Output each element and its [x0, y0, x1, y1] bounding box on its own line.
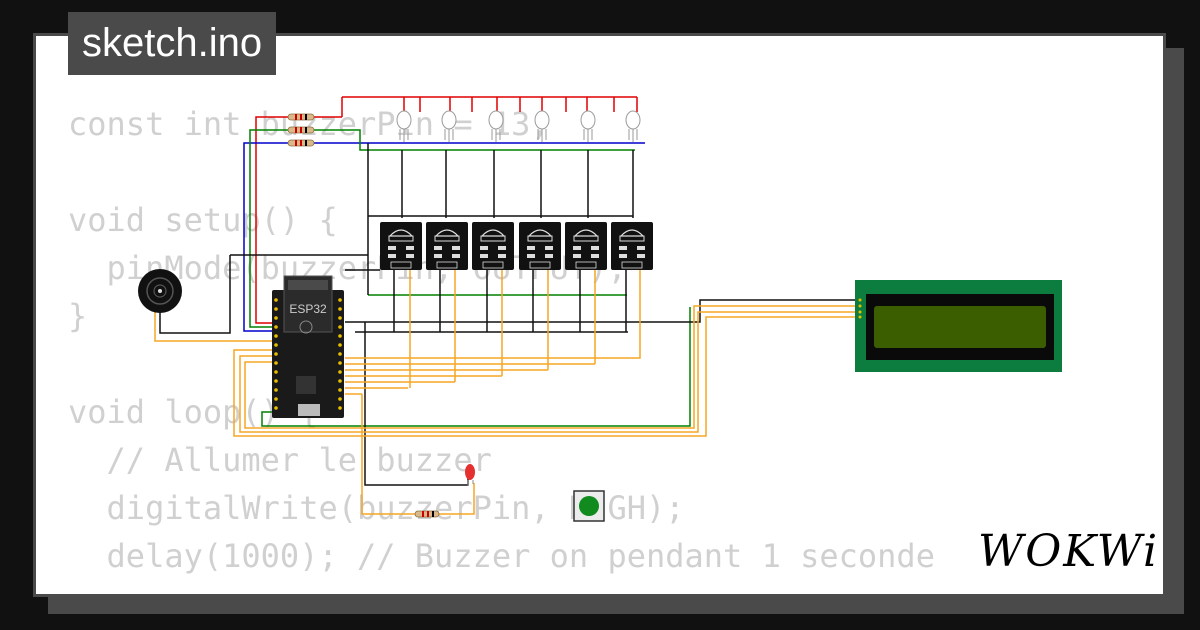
- code-line: void loop() {: [68, 393, 319, 431]
- wires: [154, 96, 858, 515]
- lcd-display: [855, 280, 1062, 372]
- code-background: const int buzzerPin = 13; void setup() {…: [68, 100, 935, 580]
- red-led-icon: [465, 464, 475, 486]
- rgb-led-row: [396, 110, 641, 142]
- code-line: void setup() {: [68, 201, 338, 239]
- code-line: }: [68, 297, 88, 335]
- code-line: digitalWrite(buzzerPin, HIGH);: [68, 489, 685, 527]
- resistor-bank: [287, 113, 315, 147]
- joystick-module-row: [380, 222, 653, 270]
- push-button-icon: [573, 490, 605, 522]
- code-line: const int buzzerPin = 13;: [68, 105, 550, 143]
- esp32-board: ESP32: [272, 275, 344, 418]
- esp32-label: ESP32: [289, 302, 327, 316]
- code-line: delay(1000); // Buzzer on pendant 1 seco…: [68, 537, 935, 575]
- wokwi-logo: WOKWi: [978, 526, 1160, 577]
- code-line: // Allumer le buzzer: [68, 441, 492, 479]
- sketch-file-tab[interactable]: sketch.ino: [68, 12, 277, 75]
- resistor-icon: [414, 510, 440, 518]
- buzzer-icon: [138, 269, 182, 313]
